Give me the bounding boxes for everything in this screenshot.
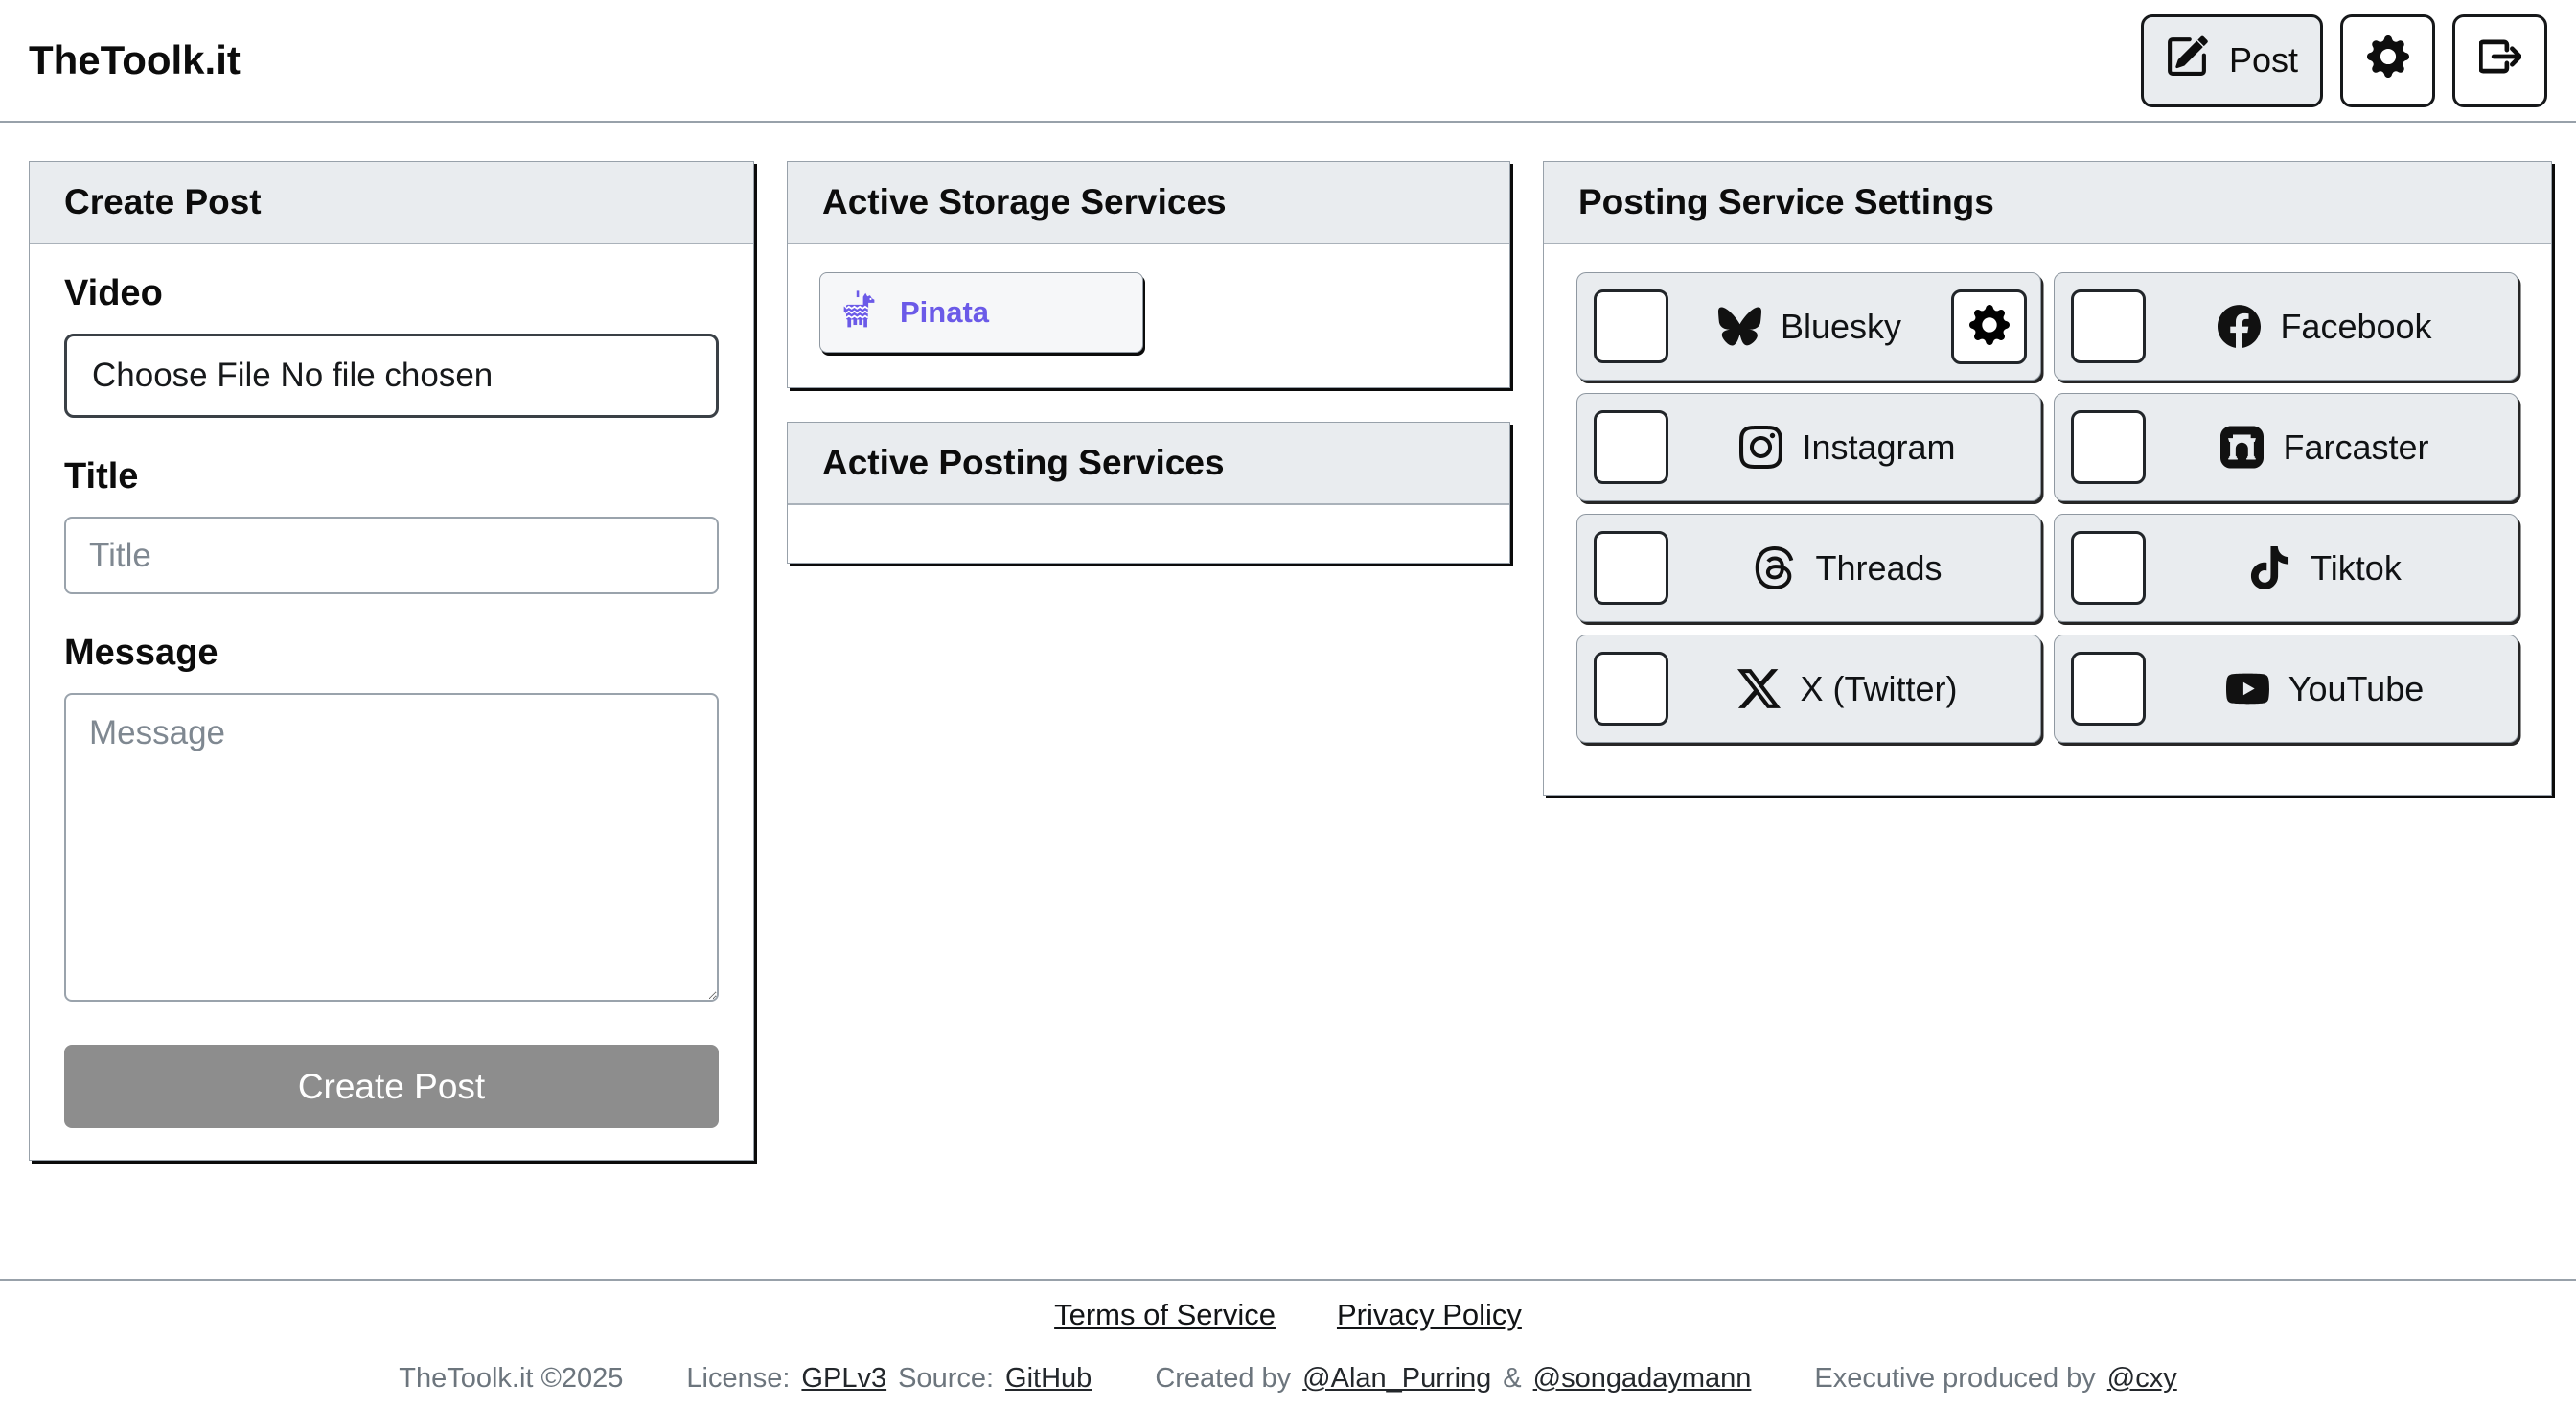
- message-textarea[interactable]: [64, 693, 719, 1002]
- active-storage-panel-title: Active Storage Services: [788, 162, 1509, 244]
- creator2-link[interactable]: @songadaymann: [1532, 1363, 1752, 1394]
- middle-column: Active Storage Services Pinata Active Po…: [787, 161, 1510, 564]
- create-post-panel: Create Post Video Choose File No file ch…: [29, 161, 754, 1161]
- service-label: Tiktok: [2311, 547, 2402, 588]
- service-tile[interactable]: Facebook: [2054, 272, 2518, 381]
- app-header: TheToolk.it Post: [0, 0, 2576, 123]
- file-input-text: Choose File No file chosen: [92, 357, 494, 394]
- source-link[interactable]: GitHub: [1005, 1363, 1092, 1394]
- service-label: Farcaster: [2283, 427, 2429, 467]
- license-source-group: License: GPLv3 Source: GitHub: [686, 1363, 1092, 1395]
- service-tile[interactable]: YouTube: [2054, 635, 2518, 743]
- service-checkbox[interactable]: [1594, 652, 1668, 726]
- youtube-icon: [2225, 667, 2269, 710]
- logout-icon: [2477, 35, 2522, 86]
- produced-by-label: Executive produced by: [1814, 1363, 2096, 1394]
- service-checkbox[interactable]: [2071, 652, 2146, 726]
- service-checkbox[interactable]: [1594, 410, 1668, 484]
- service-tile[interactable]: Bluesky: [1576, 272, 2041, 381]
- service-tile[interactable]: Instagram: [1576, 393, 2041, 501]
- service-settings-grid: Bluesky Facebook Instagram Farcaster Thr…: [1544, 244, 2551, 795]
- service-checkbox[interactable]: [2071, 410, 2146, 484]
- title-label: Title: [64, 456, 139, 497]
- service-label: Bluesky: [1780, 306, 1902, 346]
- app-title: TheToolk.it: [29, 37, 241, 82]
- active-storage-panel: Active Storage Services Pinata: [787, 161, 1510, 388]
- service-tile[interactable]: Farcaster: [2054, 393, 2518, 501]
- posting-settings-panel-title: Posting Service Settings: [1544, 162, 2551, 244]
- pinata-icon: [838, 289, 883, 335]
- facebook-icon: [2218, 305, 2262, 348]
- create-post-submit-button[interactable]: Create Post: [64, 1045, 719, 1128]
- service-label: Threads: [1815, 547, 1943, 588]
- service-checkbox[interactable]: [1594, 531, 1668, 605]
- title-input[interactable]: [64, 517, 719, 594]
- tiktok-icon: [2248, 546, 2291, 589]
- logout-button[interactable]: [2452, 13, 2547, 107]
- storage-service-button[interactable]: Pinata: [819, 272, 1143, 353]
- footer-links: Terms of Service Privacy Policy: [0, 1298, 2576, 1332]
- license-label: License:: [686, 1363, 791, 1394]
- license-link[interactable]: GPLv3: [801, 1363, 887, 1394]
- storage-service-label: Pinata: [900, 295, 990, 329]
- posting-services-list: [788, 505, 1509, 563]
- source-label: Source:: [898, 1363, 995, 1394]
- produced-by-group: Executive produced by @cxy: [1814, 1363, 2176, 1395]
- service-settings-button[interactable]: [1951, 289, 2027, 364]
- footer: Terms of Service Privacy Policy TheToolk…: [0, 1279, 2576, 1395]
- terms-of-service-link[interactable]: Terms of Service: [1054, 1298, 1276, 1331]
- footer-credits: TheToolk.it ©2025 License: GPLv3 Source:…: [0, 1363, 2576, 1395]
- service-checkbox[interactable]: [1594, 289, 1668, 363]
- copyright-text: TheToolk.it ©2025: [399, 1363, 624, 1394]
- service-label: YouTube: [2288, 668, 2425, 708]
- service-checkbox[interactable]: [2071, 531, 2146, 605]
- bluesky-icon: [1717, 305, 1761, 348]
- active-posting-panel: Active Posting Services: [787, 422, 1510, 564]
- post-button-label: Post: [2228, 40, 2299, 80]
- service-tile[interactable]: Threads: [1576, 514, 2041, 622]
- active-posting-panel-title: Active Posting Services: [788, 423, 1509, 505]
- privacy-policy-link[interactable]: Privacy Policy: [1336, 1298, 1522, 1331]
- service-tile[interactable]: Tiktok: [2054, 514, 2518, 622]
- farcaster-icon: [2220, 426, 2265, 469]
- service-label: Instagram: [1802, 427, 1956, 467]
- service-tile[interactable]: X (Twitter): [1576, 635, 2041, 743]
- x-twitter-icon: [1737, 667, 1782, 710]
- video-label: Video: [64, 273, 163, 313]
- video-file-input[interactable]: Choose File No file chosen: [64, 334, 719, 418]
- storage-services-list: Pinata: [788, 244, 1509, 387]
- create-post-panel-title: Create Post: [30, 162, 753, 244]
- threads-icon: [1753, 546, 1796, 589]
- posting-settings-panel: Posting Service Settings Bluesky Faceboo…: [1543, 161, 2552, 796]
- gear-icon: [2366, 35, 2409, 86]
- create-post-form: Video Choose File No file chosen Title M…: [30, 244, 753, 1160]
- service-label: X (Twitter): [1800, 668, 1958, 708]
- ampersand: &: [1503, 1363, 1522, 1394]
- header-actions: Post: [2141, 13, 2547, 107]
- main-content: Create Post Video Choose File No file ch…: [0, 123, 2576, 1161]
- post-nav-button[interactable]: Post: [2141, 13, 2323, 107]
- created-by-group: Created by @Alan_Purring & @songadaymann: [1155, 1363, 1751, 1395]
- created-by-label: Created by: [1155, 1363, 1292, 1394]
- instagram-icon: [1739, 426, 1783, 469]
- edit-pencil-square-icon: [2166, 35, 2208, 86]
- service-checkbox[interactable]: [2071, 289, 2146, 363]
- gear-icon: [1968, 305, 2010, 348]
- creator1-link[interactable]: @Alan_Purring: [1302, 1363, 1492, 1394]
- service-label: Facebook: [2280, 306, 2432, 346]
- settings-button[interactable]: [2340, 13, 2435, 107]
- message-label: Message: [64, 633, 218, 673]
- producer-link[interactable]: @cxy: [2106, 1363, 2177, 1394]
